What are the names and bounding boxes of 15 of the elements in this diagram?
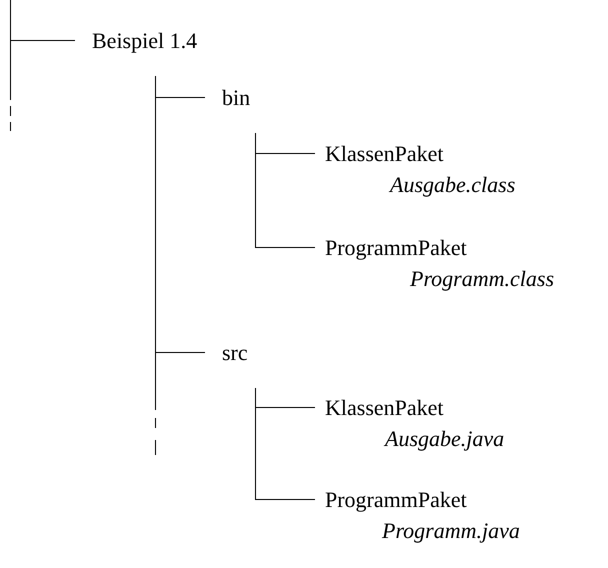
folder-name: src (222, 339, 248, 367)
tree-connector (255, 388, 316, 500)
folder-name: KlassenPaket (325, 394, 444, 422)
folder-name: KlassenPaket (325, 140, 444, 168)
tree-connector (10, 40, 76, 41)
folder-name: ProgrammPaket (325, 486, 467, 514)
folder-name: Beispiel 1.4 (92, 27, 198, 55)
file-name: Ausgabe.class (390, 171, 516, 199)
folder-name: ProgrammPaket (325, 234, 467, 262)
file-name: Programm.class (410, 265, 554, 293)
tree-connector (155, 76, 206, 353)
file-name: Ausgabe.java (385, 425, 504, 453)
folder-name: bin (222, 84, 250, 112)
file-name: Programm.java (382, 517, 520, 545)
tree-connector (255, 132, 316, 248)
